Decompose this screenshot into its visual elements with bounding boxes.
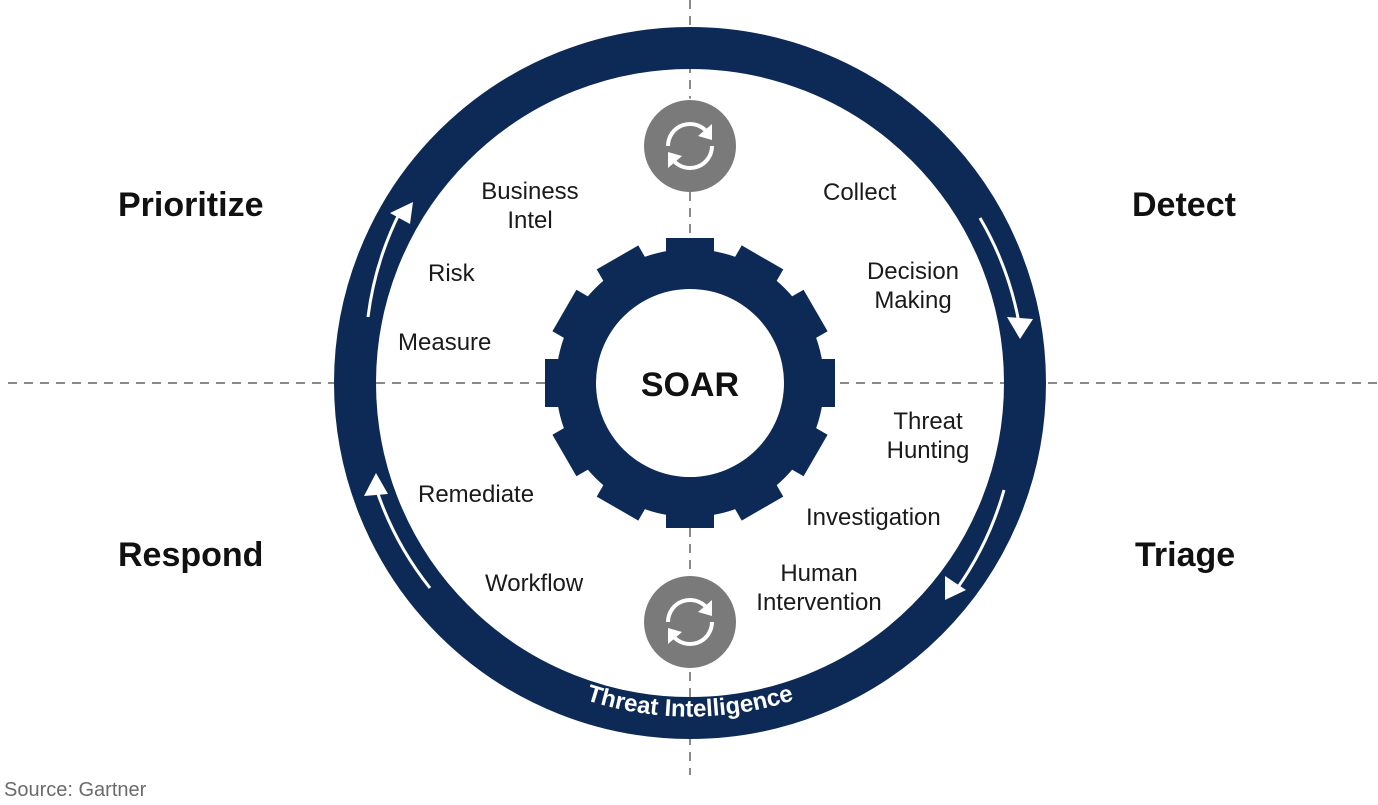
quadrant-detect: Detect [1132, 186, 1236, 224]
label-investigation: Investigation [806, 504, 941, 531]
quadrant-triage: Triage [1135, 536, 1236, 574]
center-label: SOAR [641, 366, 739, 404]
arrowheads [364, 202, 1033, 600]
quadrant-respond: Respond [118, 536, 264, 574]
refresh-cycle-icon [644, 576, 736, 668]
arrow-icon [390, 202, 413, 224]
arrow-icon [945, 576, 966, 600]
source-note: Source: Gartner [4, 779, 147, 801]
label-workflow: Workflow [485, 570, 584, 597]
refresh-cycle-icon [644, 100, 736, 192]
arrow-icon [1007, 317, 1033, 339]
label-remediate: Remediate [418, 481, 535, 508]
quadrant-prioritize: Prioritize [118, 186, 264, 224]
outer-ring [334, 27, 1046, 739]
label-collect: Collect [823, 179, 897, 206]
label-measure: Measure [398, 329, 492, 356]
gear-hub [596, 289, 784, 477]
arrow-icon [364, 473, 388, 496]
label-risk: Risk [428, 260, 475, 287]
